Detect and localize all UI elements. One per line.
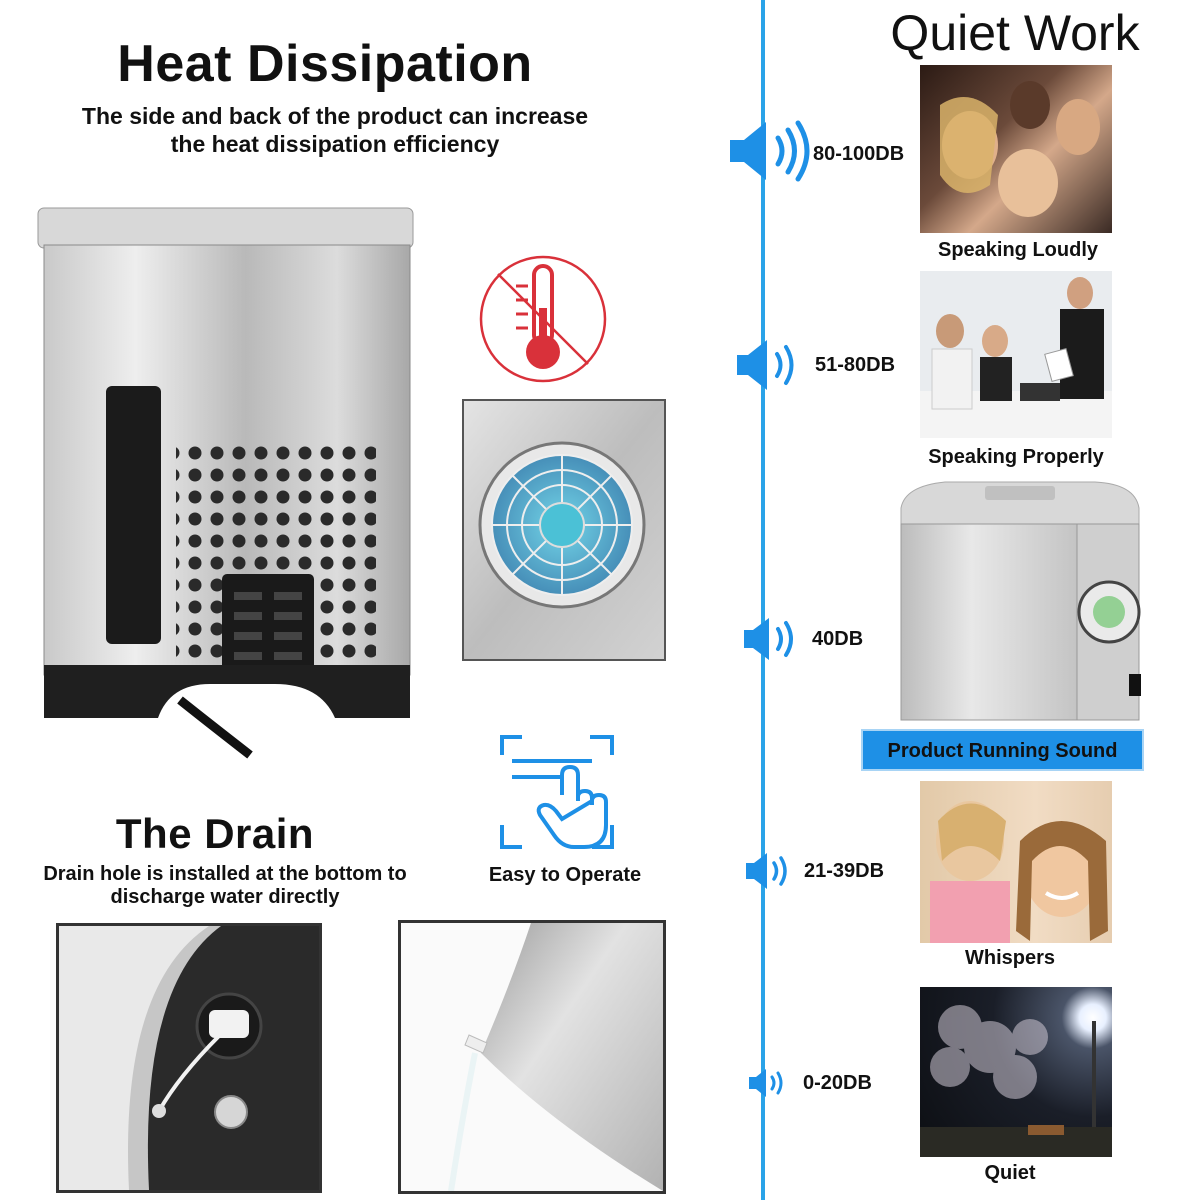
touch-hand-icon [500, 735, 614, 849]
speaking-loudly-photo [920, 65, 1112, 233]
easy-operate-label: Easy to Operate [488, 864, 642, 886]
heat-subtitle-line-1: The side and back of the product can inc… [81, 103, 589, 129]
product-running-sound-banner: Product Running Sound [861, 729, 1144, 771]
speaker-icon-product [744, 618, 793, 660]
drain-flow-image [398, 920, 666, 1194]
db-label-21-39: 21-39DB [804, 860, 885, 882]
drain-title: The Drain [115, 810, 315, 857]
heat-title: Heat Dissipation [117, 35, 533, 93]
product-back-image [37, 207, 414, 759]
thermometer-icon [479, 255, 607, 383]
caption-speaking-loudly: Speaking Loudly [937, 239, 1099, 261]
db-label-40: 40DB [812, 628, 864, 650]
caption-speaking-properly: Speaking Properly [928, 446, 1104, 468]
quiet-night-photo [920, 987, 1112, 1157]
drain-subtitle-line-1: Drain hole is installed at the bottom to [43, 863, 407, 885]
timeline-line [761, 0, 765, 1200]
quiet-title: Quiet Work [890, 5, 1140, 61]
drain-subtitle-line-2: discharge water directly [110, 886, 340, 908]
db-label-51-80: 51-80DB [815, 354, 896, 376]
db-label-0-20: 0-20DB [803, 1072, 872, 1094]
db-label-80-100: 80-100DB [813, 143, 905, 165]
speaker-icon-low [746, 853, 787, 889]
fan-closeup-image [462, 399, 666, 661]
drain-plug-image [56, 923, 322, 1193]
caption-whispers: Whispers [964, 947, 1056, 969]
whispers-photo [920, 781, 1112, 943]
fan-icon [464, 401, 664, 659]
caption-quiet: Quiet [984, 1162, 1036, 1184]
speaker-icon-quiet [749, 1069, 783, 1097]
heat-subtitle-line-2: the heat dissipation efficiency [170, 131, 500, 157]
speaking-properly-photo [920, 271, 1112, 438]
ice-maker-product-image [900, 481, 1141, 721]
speaker-icon-loud [730, 120, 810, 182]
speaker-icon-medium [737, 340, 794, 390]
